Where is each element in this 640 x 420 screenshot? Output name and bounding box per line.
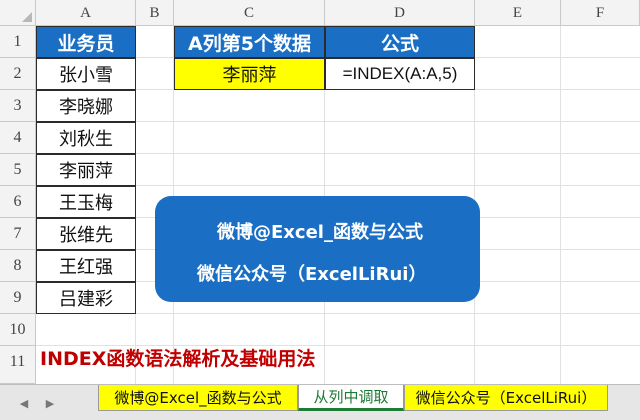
row-header-3[interactable]: 3: [0, 90, 36, 122]
gridline-vertical: [560, 26, 561, 384]
cell-a8[interactable]: 王红强: [36, 250, 136, 282]
promo-banner: 微博@Excel_函数与公式 微信公众号（ExcelLiRui）: [155, 196, 480, 302]
cell-a7[interactable]: 张维先: [36, 218, 136, 250]
gridline-horizontal: [36, 313, 640, 314]
gridline-horizontal: [36, 153, 640, 154]
row-header-1[interactable]: 1: [0, 26, 36, 58]
cell-d1-header[interactable]: 公式: [325, 26, 475, 58]
gridline-horizontal: [36, 185, 640, 186]
column-header-c[interactable]: C: [174, 0, 325, 26]
row-header-9[interactable]: 9: [0, 282, 36, 314]
gridline-horizontal: [36, 121, 640, 122]
column-header-b[interactable]: B: [136, 0, 174, 26]
tab-scroll-right-icon[interactable]: ▶: [45, 396, 55, 410]
cell-d2-formula[interactable]: =INDEX(A:A,5): [325, 58, 475, 90]
sheet-tab-weibo[interactable]: 微博@Excel_函数与公式: [98, 385, 298, 411]
select-all-triangle-icon: [22, 12, 32, 22]
banner-wechat-line: 微信公众号（ExcelLiRui）: [197, 264, 427, 285]
sheet-tab-wechat[interactable]: 微信公众号（ExcelLiRui）: [404, 385, 608, 411]
cell-a5[interactable]: 李丽萍: [36, 154, 136, 186]
cell-a9[interactable]: 吕建彩: [36, 282, 136, 314]
cell-a1-header[interactable]: 业务员: [36, 26, 136, 58]
sheet-tab-bar: ◀ ▶ 微博@Excel_函数与公式 从列中调取 微信公众号（ExcelLiRu…: [0, 384, 640, 420]
column-header-d[interactable]: D: [325, 0, 475, 26]
column-header-a[interactable]: A: [36, 0, 136, 26]
sheet-tab-column-lookup[interactable]: 从列中调取: [298, 385, 404, 411]
row-header-4[interactable]: 4: [0, 122, 36, 154]
row-header-8[interactable]: 8: [0, 250, 36, 282]
column-header-f[interactable]: F: [561, 0, 640, 26]
row-header-11[interactable]: 11: [0, 346, 36, 384]
row-header-10[interactable]: 10: [0, 314, 36, 346]
row-header-5[interactable]: 5: [0, 154, 36, 186]
column-header-e[interactable]: E: [475, 0, 561, 26]
row-header-7[interactable]: 7: [0, 218, 36, 250]
cell-a4[interactable]: 刘秋生: [36, 122, 136, 154]
banner-weibo-line: 微博@Excel_函数与公式: [217, 222, 423, 243]
cell-c1-header[interactable]: A列第5个数据: [174, 26, 325, 58]
row-header-2[interactable]: 2: [0, 58, 36, 90]
row-header-6[interactable]: 6: [0, 186, 36, 218]
cell-a2[interactable]: 张小雪: [36, 58, 136, 90]
tab-scroll-left-icon[interactable]: ◀: [19, 396, 29, 410]
select-all-corner[interactable]: [0, 0, 36, 26]
cell-a3[interactable]: 李晓娜: [36, 90, 136, 122]
section-title: INDEX函数语法解析及基础用法: [40, 348, 316, 370]
spreadsheet-grid[interactable]: A B C D E F 1 2 3 4 5 6 7 8 9 10 11 业务员 …: [0, 0, 640, 384]
gridline-horizontal: [36, 345, 640, 346]
cell-c2-result[interactable]: 李丽萍: [174, 58, 325, 90]
cell-a6[interactable]: 王玉梅: [36, 186, 136, 218]
